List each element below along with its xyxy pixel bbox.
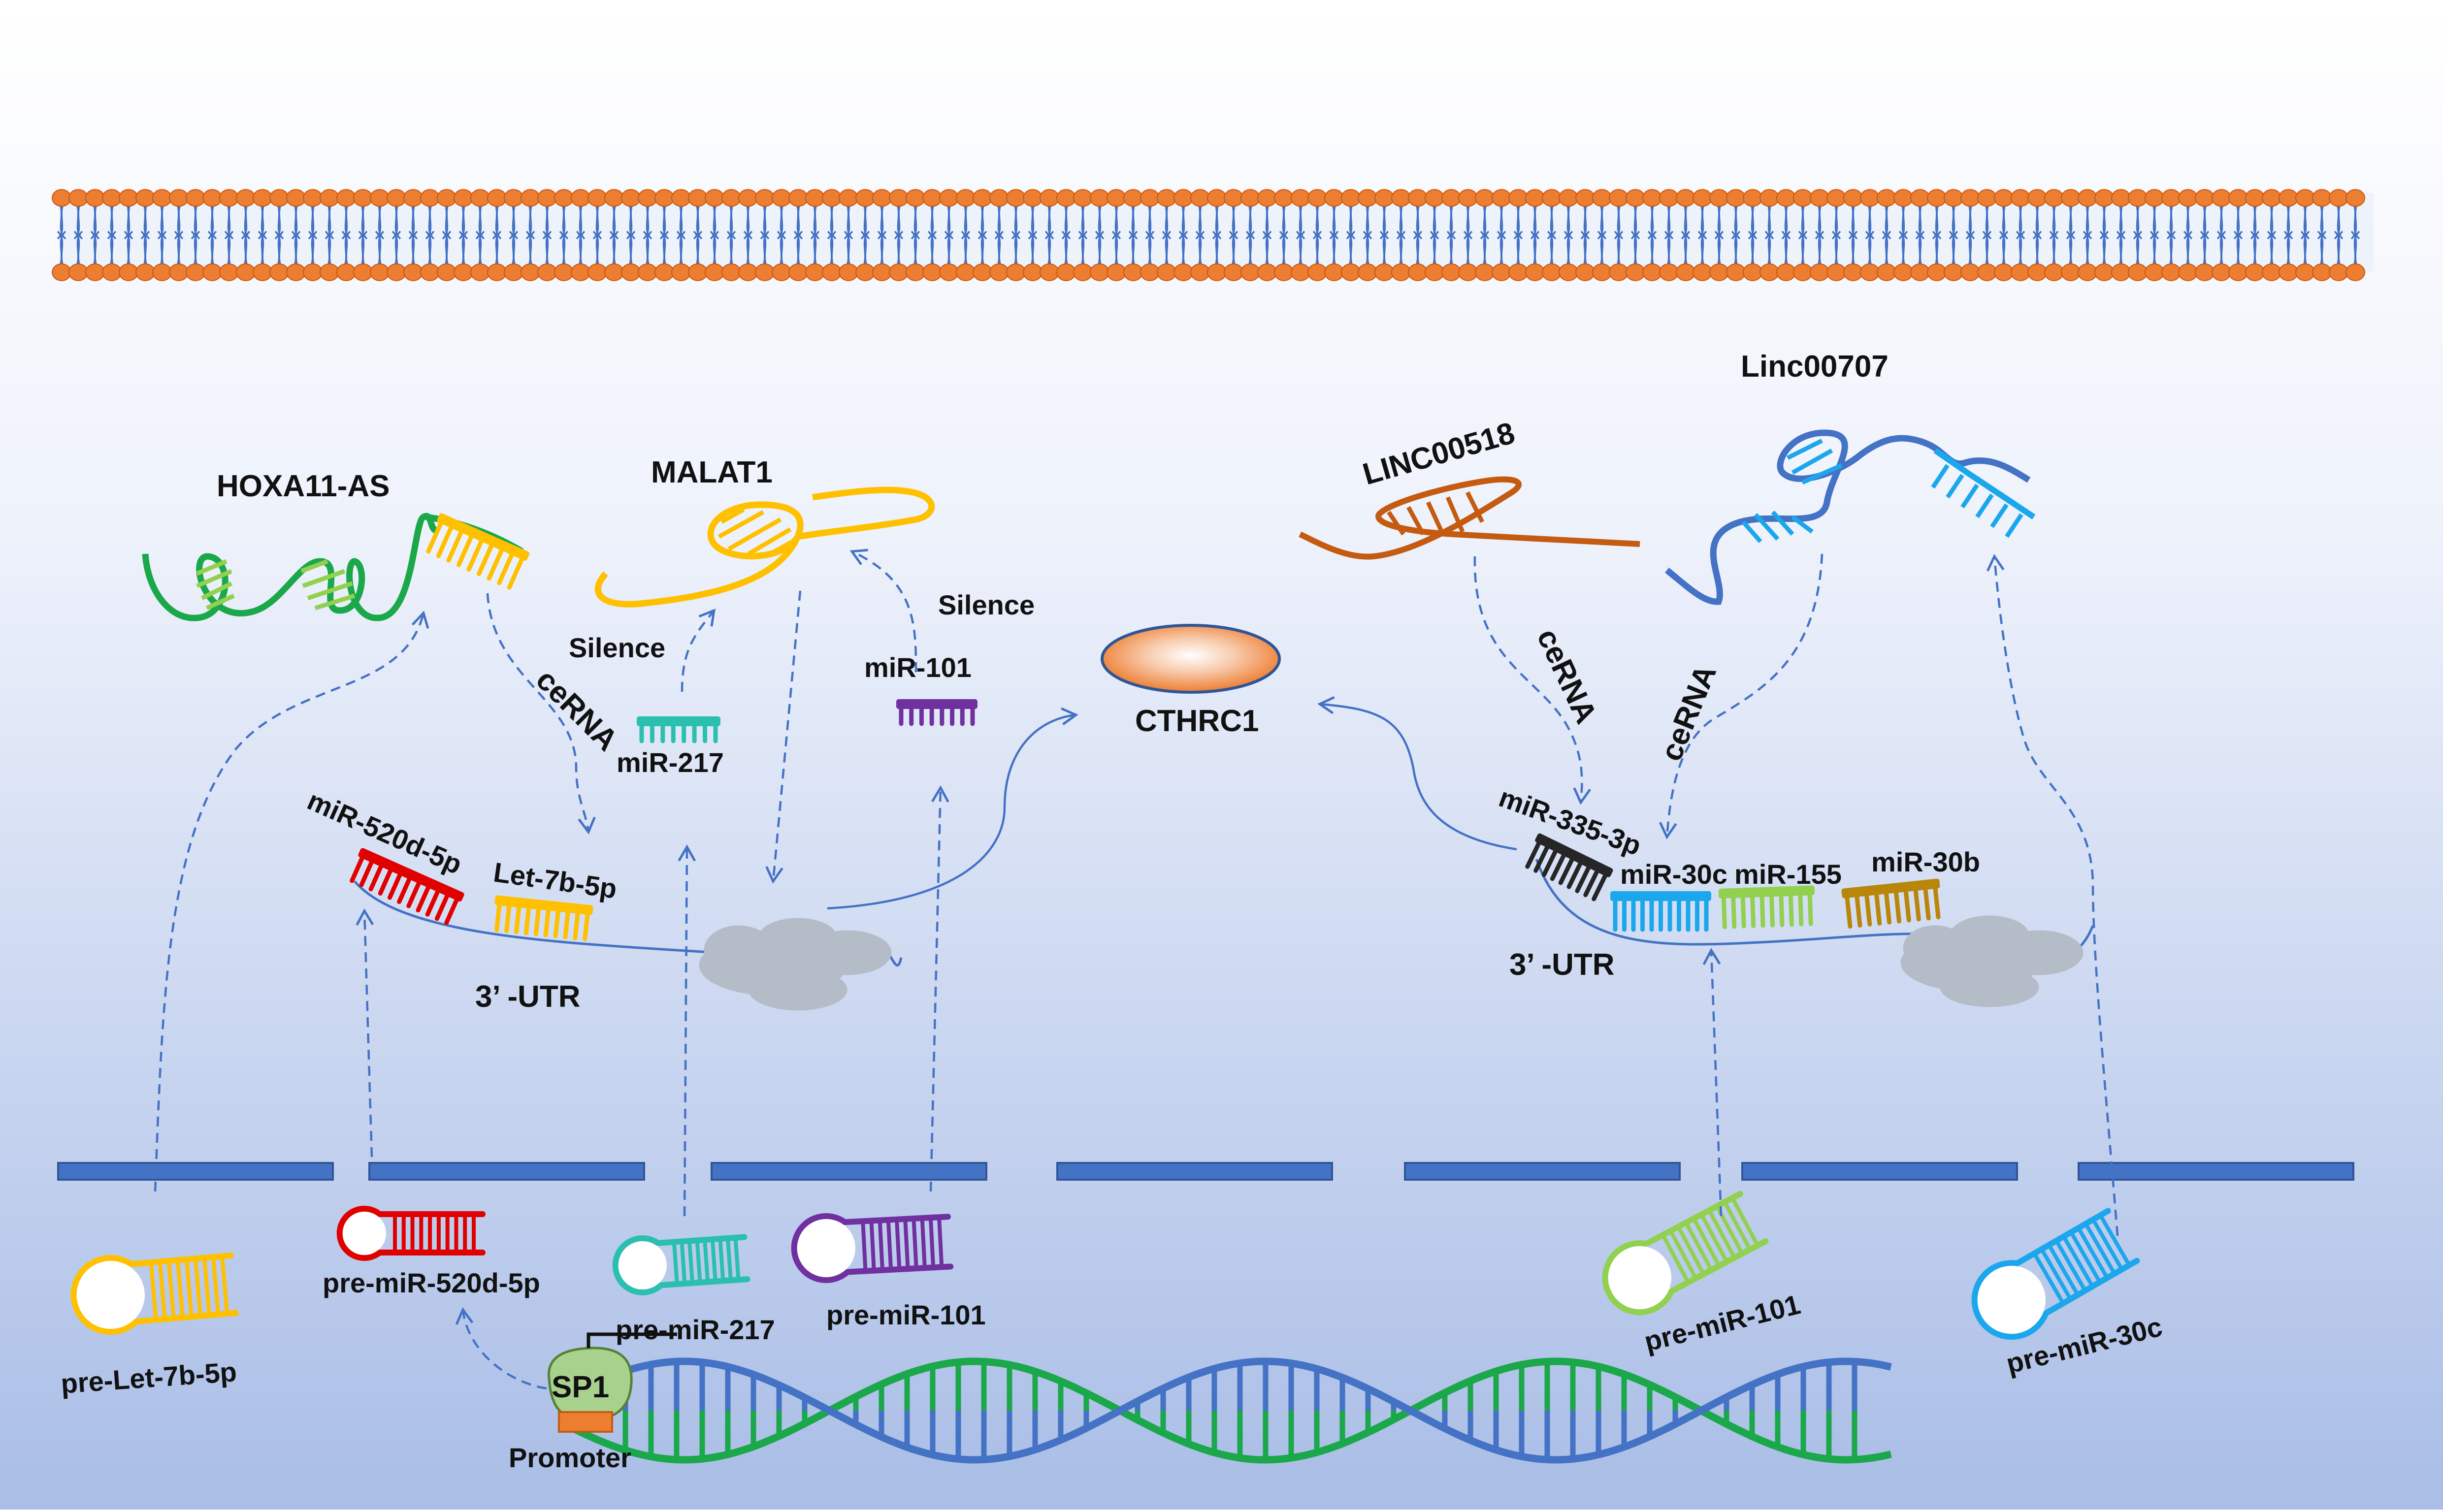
pre-mir-101-left-label: pre-miR-101: [826, 1299, 986, 1330]
mir-101-strand: [896, 699, 977, 726]
linc00707-label: Linc00707: [1741, 350, 1889, 384]
utr-label-left: 3’ -UTR: [475, 980, 581, 1014]
nuclear-envelope-segment: [711, 1162, 987, 1181]
ribosome-cloud-icon: [699, 918, 892, 1011]
mir-30b-label: miR-30b: [1871, 846, 1980, 877]
linc00707-lncrna: [1664, 429, 2036, 605]
nuclear-envelope-segment: [57, 1162, 334, 1181]
nuclear-envelope-segment: [2078, 1162, 2354, 1181]
mir-217-label: miR-217: [617, 747, 724, 778]
arrow-hoxa11-cerna: [486, 593, 596, 835]
hoxa11-as-label: HOXA11-AS: [217, 469, 390, 503]
arrow-mir101-silence-malat1: [849, 548, 917, 673]
nuclear-envelope-segment: [1056, 1162, 1333, 1181]
cthrc1-ellipse-icon: [1101, 624, 1281, 694]
mir-155-label: miR-155: [1734, 859, 1842, 890]
nuclear-envelope-segment: [1741, 1162, 2018, 1181]
sp1-label: SP1: [552, 1370, 609, 1404]
mir-520d-5p-strand: [350, 848, 464, 925]
pre-mir-520d-5p-label: pre-miR-520d-5p: [323, 1267, 540, 1298]
arrow-pre-30c-to-linc00707: [1987, 554, 2119, 1236]
pre-mir-217-hairpin: [612, 1234, 750, 1295]
utr-label-right: 3’ -UTR: [1509, 948, 1615, 982]
lipid-bilayer-icon: [52, 189, 2374, 281]
mir-101-label: miR-101: [864, 652, 972, 683]
arrow-pre-520d-to-mir520d: [356, 908, 374, 1158]
nuclear-envelope-segment: [1404, 1162, 1681, 1181]
promoter-box: [558, 1411, 613, 1433]
arrow-pre-520d-from-sp1: [455, 1307, 547, 1390]
pre-mir-520d-5p-hairpin: [336, 1206, 486, 1261]
pre-mir-217-label: pre-miR-217: [616, 1314, 775, 1345]
arrow-pre-101r-to-mir155: [1702, 948, 1723, 1217]
let-7b-5p-strand: [494, 895, 593, 942]
promoter-label: Promoter: [509, 1442, 631, 1473]
mir-217-strand: [637, 716, 720, 743]
cthrc1-label: CTHRC1: [1135, 704, 1259, 738]
arrow-pre-101-to-mir101: [929, 785, 949, 1192]
mir-335-3p-strand: [1525, 833, 1613, 901]
sp1-transcription-factor: SP1: [547, 1332, 677, 1433]
ribosome-cloud-icon: [1900, 915, 2084, 1007]
mir-30b-strand: [1841, 878, 1941, 929]
silence-label-left: Silence: [569, 632, 665, 663]
hoxa11-as-bound-strand: [426, 513, 530, 590]
silence-label-right: Silence: [938, 589, 1035, 620]
arrow-linc00518-cerna: [1473, 556, 1591, 805]
arrow-right-mrna-to-cthrc1: [1317, 696, 1517, 851]
linc00518-lncrna: [1299, 476, 1640, 560]
pre-mir-101-left-hairpin: [791, 1213, 954, 1284]
arrow-linc00707-cerna: [1659, 553, 1824, 839]
malat1-lncrna: [594, 486, 935, 608]
pre-let-7b-5p-hairpin: [70, 1252, 239, 1335]
mir-155-strand: [1718, 885, 1815, 930]
nuclear-envelope-segment: [368, 1162, 645, 1181]
nuclear-pore-bars-icon: [57, 1162, 2354, 1181]
mir-30c-label: miR-30c: [1620, 859, 1727, 890]
arrow-pre-217-to-mir217: [678, 844, 696, 1217]
malat1-label: MALAT1: [651, 455, 773, 489]
arrow-left-mrna-to-cthrc1: [827, 707, 1078, 910]
pre-mir-30c-hairpin: [1971, 1208, 2140, 1340]
arrows: [154, 548, 2119, 1390]
double-helix-icon: [569, 1357, 1892, 1464]
mir-30c-strand: [1610, 891, 1711, 932]
